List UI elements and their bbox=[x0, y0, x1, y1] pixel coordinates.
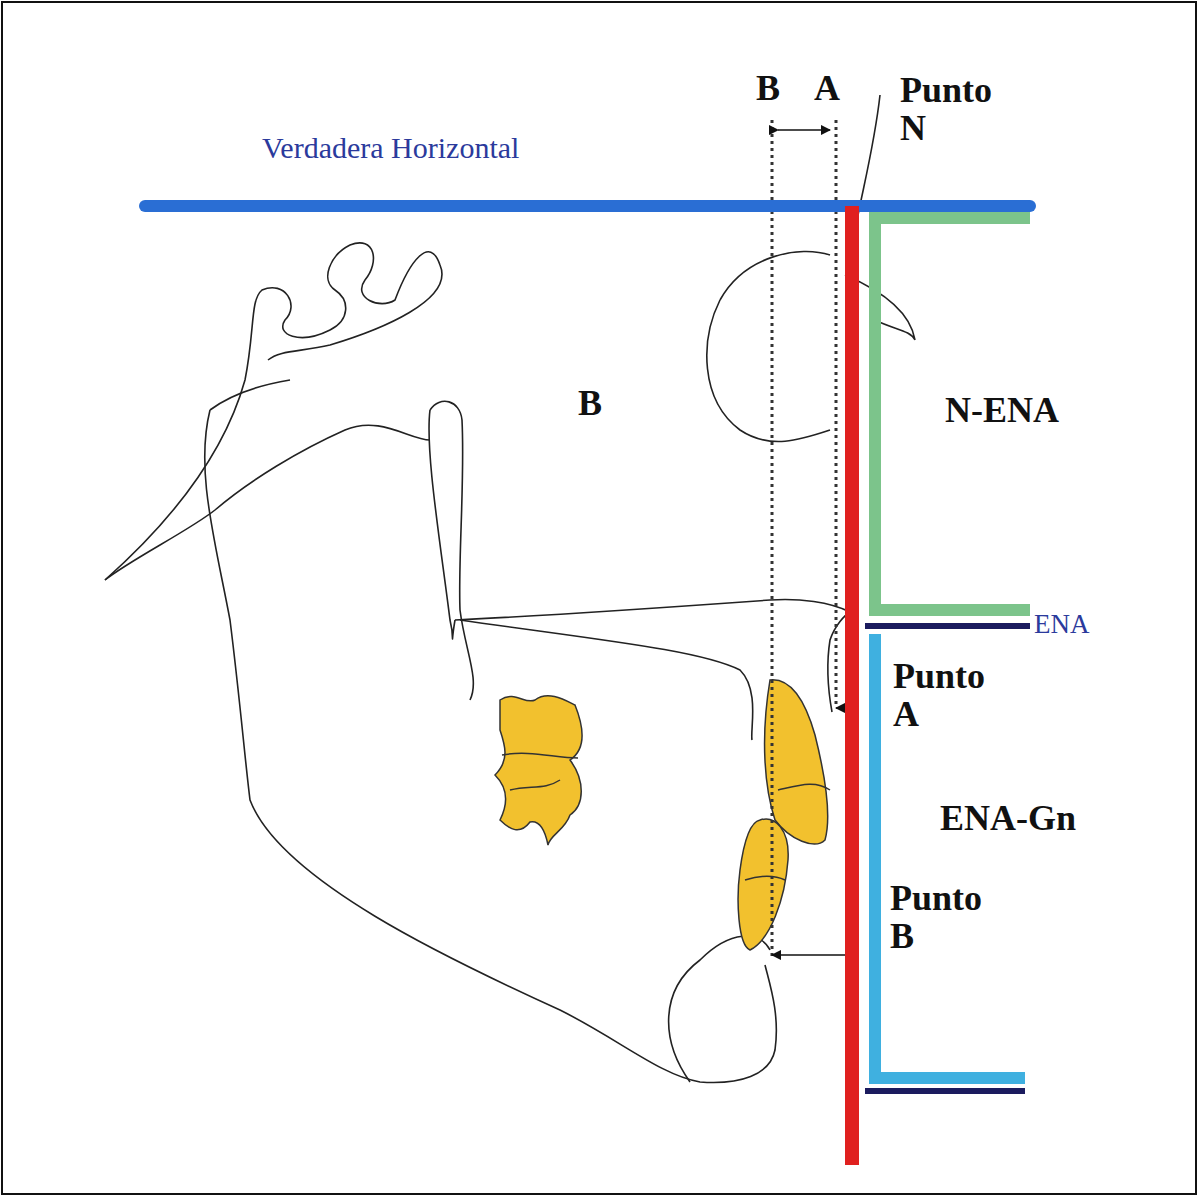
landmark-label: ENA bbox=[1034, 610, 1090, 638]
point-label: A bbox=[814, 70, 840, 108]
panel-label: B bbox=[578, 385, 602, 423]
molars bbox=[495, 696, 582, 845]
plane-label: Verdadera Horizontal bbox=[262, 132, 519, 164]
lower-incisor bbox=[738, 819, 788, 950]
upper-incisor bbox=[765, 680, 828, 844]
point-b-arrow bbox=[772, 954, 846, 956]
teeth bbox=[495, 680, 830, 950]
ena-gn-bracket bbox=[875, 634, 1025, 1078]
ena-line bbox=[865, 623, 1030, 629]
point-label: B bbox=[756, 70, 780, 108]
nasion-perpendicular bbox=[845, 206, 859, 1165]
point-label: Punto N bbox=[900, 72, 1025, 148]
gn-line bbox=[865, 1088, 1025, 1094]
point-label: Punto A bbox=[893, 658, 1018, 734]
measure-label: N-ENA bbox=[945, 392, 1059, 430]
distance-arrow bbox=[778, 129, 830, 131]
true-horizontal bbox=[145, 200, 1030, 212]
projection-lines bbox=[772, 120, 836, 958]
skull-outline bbox=[105, 95, 915, 1083]
measure-label: ENA-Gn bbox=[940, 800, 1076, 838]
point-label: Punto B bbox=[890, 880, 1015, 956]
